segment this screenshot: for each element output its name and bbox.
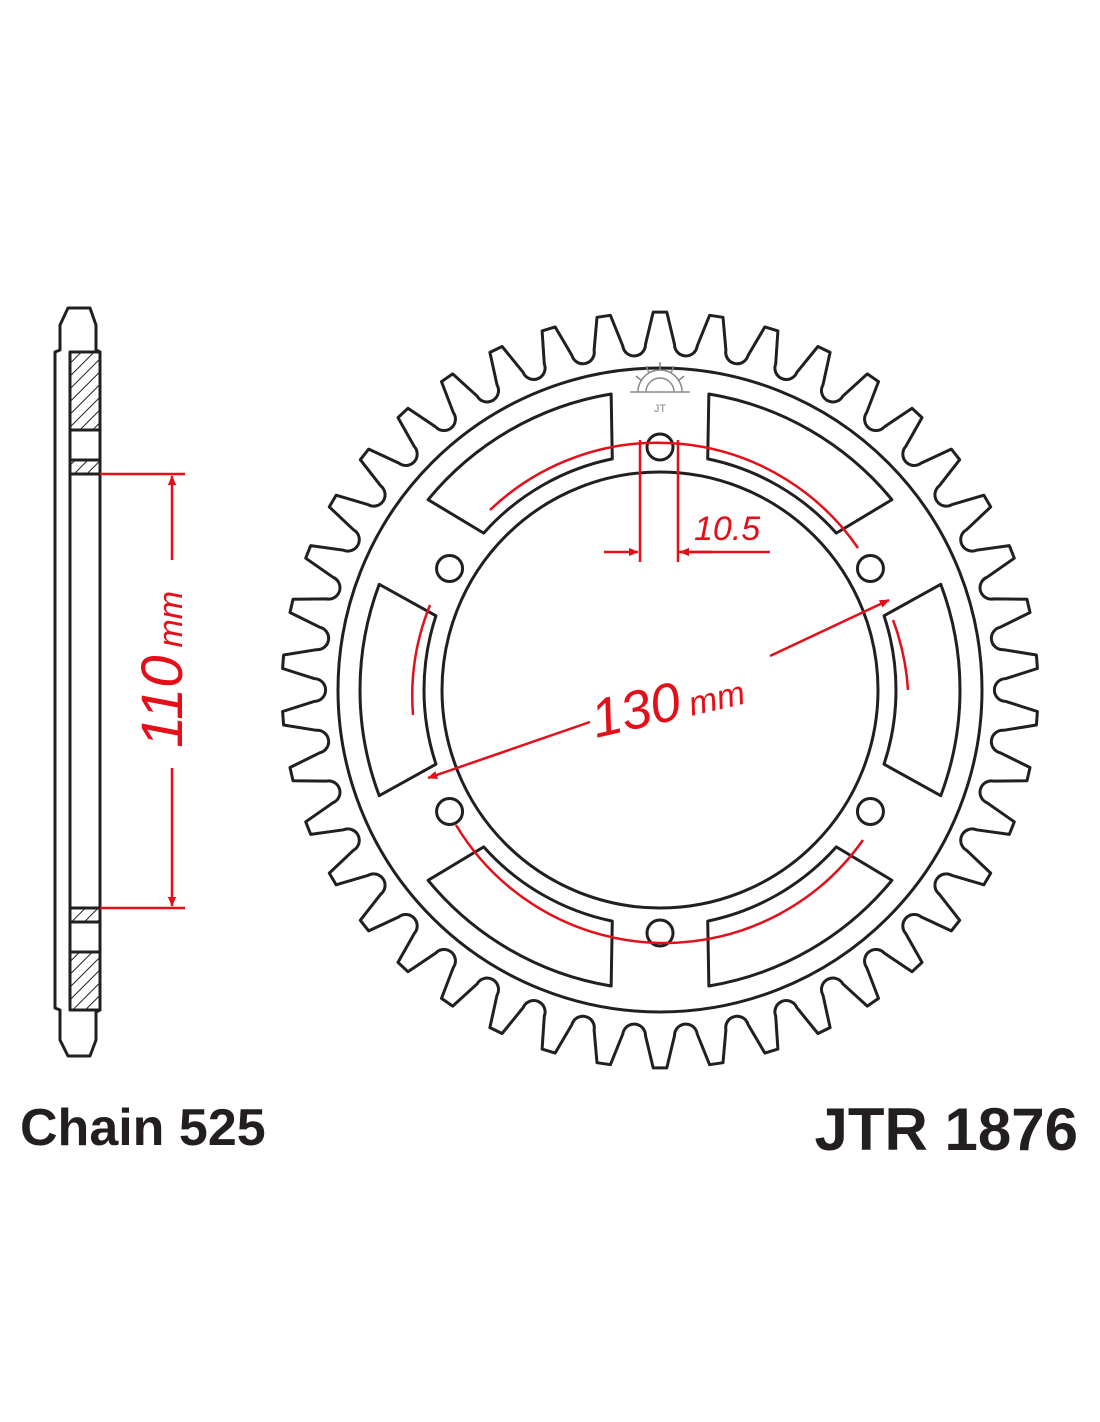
profile-hatch-upper bbox=[68, 350, 102, 432]
bolt-circle-arcs bbox=[411, 441, 910, 945]
bolt-hole bbox=[645, 432, 675, 462]
bolt-circle-dimension bbox=[427, 598, 890, 780]
jt-sun-logo-icon: JT bbox=[630, 362, 690, 415]
lightening-window bbox=[706, 845, 894, 988]
sprocket-front-view: JT 10.5 130mm bbox=[281, 310, 1039, 1070]
hub-width-value: 110 bbox=[130, 656, 195, 748]
lightening-window bbox=[882, 582, 962, 798]
part-number-caption: JTR 1876 bbox=[815, 1096, 1079, 1163]
lightening-window bbox=[358, 582, 438, 798]
bolt-hole bbox=[645, 918, 675, 948]
bolt-hole-dimension bbox=[604, 440, 770, 562]
center-bore bbox=[440, 470, 880, 910]
chain-caption: Chain 525 bbox=[20, 1099, 266, 1157]
profile-hatch-lower-small bbox=[68, 906, 102, 924]
bolt-hole bbox=[435, 554, 465, 583]
lightening-window bbox=[426, 845, 614, 988]
lightening-window bbox=[706, 392, 894, 535]
bolt-hole bbox=[855, 554, 885, 583]
hub-width-unit: mm bbox=[152, 591, 190, 648]
bolt-holes bbox=[435, 432, 885, 948]
hub-width-label: 110 mm bbox=[130, 591, 195, 748]
svg-text:JT: JT bbox=[654, 403, 667, 415]
profile-outline bbox=[53, 306, 102, 1058]
profile-hatch-upper-small bbox=[68, 458, 102, 476]
lightening-window bbox=[426, 392, 614, 535]
bolt-hole bbox=[435, 797, 465, 826]
bolt-hole-label: 10.5 bbox=[694, 510, 760, 548]
hub-width-dimension: 110 mm bbox=[100, 472, 195, 910]
side-profile-view bbox=[53, 306, 102, 1058]
profile-hatch-lower bbox=[68, 950, 102, 1012]
lightening-windows bbox=[358, 392, 962, 988]
bolt-hole bbox=[855, 797, 885, 826]
